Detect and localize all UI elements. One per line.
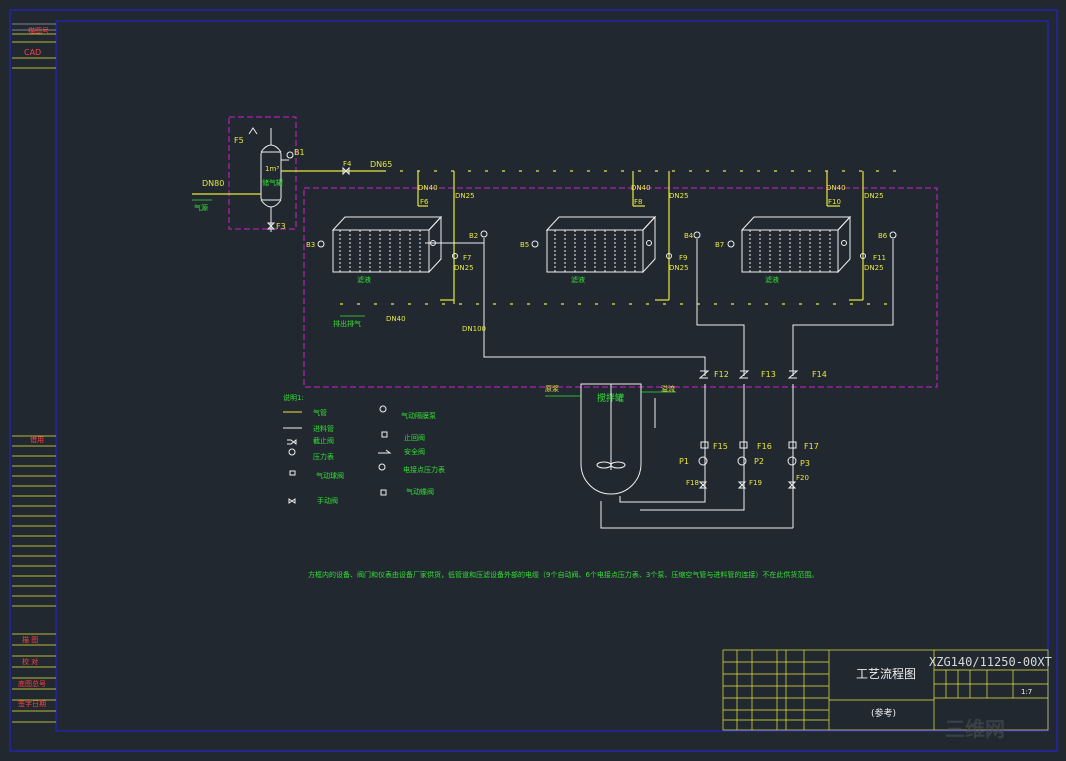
- valve-f3: F3: [276, 222, 286, 231]
- mixer-overflow: 溢流: [661, 384, 675, 393]
- valve-symbols: [698, 370, 799, 489]
- title-block: [722, 649, 1049, 731]
- svg-text:B7: B7: [715, 241, 724, 249]
- svg-text:DN40: DN40: [386, 315, 406, 323]
- svg-text:B2: B2: [469, 232, 478, 240]
- svg-text:F7: F7: [463, 254, 471, 262]
- air-inlet-label: 气源: [194, 203, 208, 212]
- valve-f4: F4: [343, 160, 352, 168]
- filter-press-1: [317, 215, 488, 274]
- svg-text:DN25: DN25: [669, 264, 689, 272]
- gauge-b1: B1: [294, 148, 305, 157]
- supply-note: 方框内的设备、阀门和仪表由设备厂家供货，低管道和压滤设备外部的电缆（9个自动阀、…: [308, 570, 818, 579]
- svg-text:P3: P3: [800, 459, 810, 468]
- svg-text:气管: 气管: [313, 408, 327, 417]
- svg-text:F16: F16: [757, 442, 772, 451]
- svg-text:P2: P2: [754, 457, 764, 466]
- svg-text:P1: P1: [679, 457, 689, 466]
- svg-text:说明1:: 说明1:: [283, 393, 304, 402]
- svg-text:压力表: 压力表: [313, 452, 334, 461]
- svg-text:F13: F13: [761, 370, 776, 379]
- drawing-title: 工艺流程图: [856, 666, 916, 681]
- svg-text:进料管: 进料管: [313, 424, 334, 433]
- svg-text:排出排气: 排出排气: [333, 319, 361, 328]
- valve-f5: F5: [234, 136, 244, 145]
- outer-frame: [9, 9, 1058, 752]
- left-strip: [12, 33, 56, 723]
- svg-text:DN25: DN25: [864, 192, 884, 200]
- svg-text:F18: F18: [686, 479, 699, 487]
- tank-volume: 1m³: [265, 165, 279, 173]
- svg-text:B3: B3: [306, 241, 315, 249]
- svg-text:DN40: DN40: [631, 184, 651, 192]
- air-receiver-tank: [260, 128, 294, 232]
- filter-press-2: [531, 215, 701, 274]
- svg-text:F14: F14: [812, 370, 827, 379]
- valve-labels: F12 F13 F14 F15 F16 F17 P1 P2 P3 F18 F19…: [679, 370, 827, 487]
- strip-b1: 描 图: [22, 635, 38, 644]
- svg-text:F20: F20: [796, 474, 809, 482]
- drawing-scale: 1:7: [1021, 688, 1032, 696]
- strip-top-label: 描图号: [28, 26, 49, 35]
- svg-text:气动隔膜泵: 气动隔膜泵: [401, 411, 436, 420]
- svg-text:DN40: DN40: [826, 184, 846, 192]
- svg-text:截止阀: 截止阀: [313, 436, 334, 445]
- svg-text:滤液: 滤液: [571, 275, 585, 284]
- strip-b4: 签字日期: [18, 699, 46, 708]
- drawing-ref: (参考): [871, 707, 896, 719]
- mixing-tank: [580, 383, 656, 495]
- svg-text:手动阀: 手动阀: [317, 496, 338, 505]
- svg-text:F10: F10: [828, 198, 841, 206]
- main-air-line: [281, 170, 900, 305]
- svg-text:F9: F9: [679, 254, 687, 262]
- tank-box: [228, 116, 297, 230]
- svg-text:F12: F12: [714, 370, 729, 379]
- air-inlet-dn80: DN80: [202, 179, 224, 188]
- filter-labels: DN40 DN25 F6 B3 B2 F7 DN25 DN40 DN25 F8 …: [306, 184, 888, 333]
- svg-text:B5: B5: [520, 241, 529, 249]
- inline-valves: [248, 127, 350, 230]
- mixer-feed: 原浆: [545, 384, 559, 393]
- filter-press-3: [727, 215, 897, 274]
- strip-b2: 校 对: [22, 657, 38, 666]
- svg-text:DN25: DN25: [864, 264, 884, 272]
- legend: [283, 405, 392, 504]
- main-dn65: DN65: [370, 160, 392, 169]
- svg-text:F17: F17: [804, 442, 819, 451]
- svg-text:DN25: DN25: [455, 192, 475, 200]
- svg-text:止回阀: 止回阀: [404, 433, 425, 442]
- svg-text:F19: F19: [749, 479, 762, 487]
- svg-text:F15: F15: [713, 442, 728, 451]
- strip-b3: 底图总号: [18, 679, 46, 688]
- legend-labels: 说明1: 气管 进料管 截止阀 压力表 气动球阀 手动阀 气动隔膜泵 止回阀 安…: [283, 393, 445, 505]
- svg-text:DN25: DN25: [669, 192, 689, 200]
- svg-text:B4: B4: [684, 232, 694, 240]
- drawing-number: XZG140/11250-00XT: [929, 655, 1052, 669]
- svg-text:B6: B6: [878, 232, 888, 240]
- inner-frame: [55, 20, 1049, 732]
- svg-text:滤液: 滤液: [357, 275, 371, 284]
- svg-text:滤液: 滤液: [765, 275, 779, 284]
- svg-text:DN25: DN25: [454, 264, 474, 272]
- svg-text:DN100: DN100: [462, 325, 486, 333]
- supply-scope-box: [303, 187, 938, 388]
- svg-text:气动蝶阀: 气动蝶阀: [406, 487, 434, 496]
- strip-mid-label: 借用: [30, 435, 44, 444]
- mixer-name: 搅拌罐: [597, 392, 624, 404]
- tank-name: 储气罐: [262, 178, 283, 187]
- svg-text:F11: F11: [873, 254, 886, 262]
- strip-cad-label: CAD: [24, 48, 41, 57]
- watermark-logo: 三维网: [945, 717, 1005, 741]
- svg-text:F8: F8: [634, 198, 642, 206]
- svg-text:安全阀: 安全阀: [404, 447, 425, 456]
- svg-text:气动球阀: 气动球阀: [316, 471, 344, 480]
- svg-text:DN40: DN40: [418, 184, 438, 192]
- svg-text:电接点压力表: 电接点压力表: [403, 465, 445, 474]
- svg-text:F6: F6: [420, 198, 429, 206]
